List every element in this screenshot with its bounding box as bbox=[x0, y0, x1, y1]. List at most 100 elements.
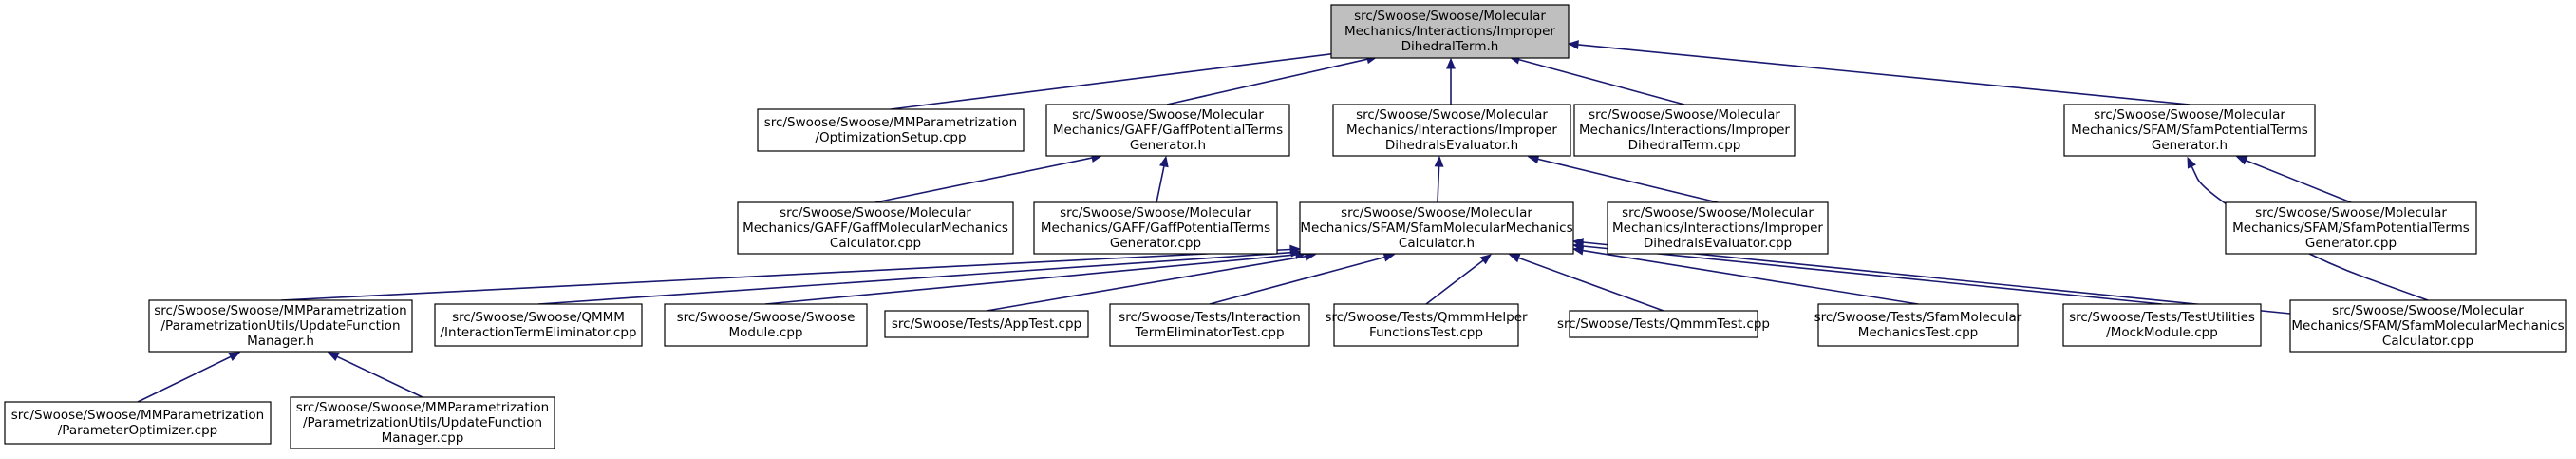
edge-app_test_cpp-to-sfam_calc_h bbox=[986, 255, 1307, 312]
node-label-line: src/Swoose/Swoose/MMParametrization bbox=[11, 408, 265, 423]
node-optimization-setup[interactable]: src/Swoose/Swoose/MMParametrization/Opti… bbox=[757, 108, 1025, 152]
node-label-line: Mechanics/Interactions/Improper bbox=[1612, 220, 1823, 236]
edge-mock_module_cpp-to-sfam_calc_h bbox=[1582, 245, 2163, 305]
node-label-line: Mechanics/SFAM/SfamPotentialTerms bbox=[2071, 123, 2308, 138]
node-qmmm-helper-test-cpp[interactable]: src/Swoose/Tests/QmmmHelperFunctionsTest… bbox=[1325, 303, 1528, 347]
edge-arrowhead-elim_test_cpp-to-sfam_calc_h bbox=[1382, 252, 1396, 262]
node-label-line: DihedralTerm.cpp bbox=[1628, 138, 1741, 153]
node-improper-eval-h[interactable]: src/Swoose/Swoose/MolecularMechanics/Int… bbox=[1332, 104, 1571, 157]
node-label-line: /MockModule.cpp bbox=[2106, 325, 2218, 340]
node-box bbox=[1109, 303, 1310, 347]
node-improper-term-cpp[interactable]: src/Swoose/Swoose/MolecularMechanics/Int… bbox=[1573, 104, 1796, 157]
edge-elim_test_cpp-to-sfam_calc_h bbox=[1209, 256, 1385, 305]
node-label-line: DihedralsEvaluator.cpp bbox=[1644, 236, 1792, 251]
node-gaff-terms-cpp[interactable]: src/Swoose/Swoose/MolecularMechanics/GAF… bbox=[1033, 201, 1278, 255]
node-update-fn-cpp[interactable]: src/Swoose/Swoose/MMParametrization/Para… bbox=[290, 396, 555, 449]
node-mock-module-cpp[interactable]: src/Swoose/Tests/TestUtilities/MockModul… bbox=[2062, 303, 2262, 347]
edge-optimization_setup-to-root bbox=[890, 50, 1351, 110]
edge-update_fn_cpp-to-update_fn_h bbox=[336, 355, 423, 398]
node-label-line: src/Swoose/Swoose/Molecular bbox=[780, 205, 971, 220]
edge-sfam_calc_h-to-improper_eval_h bbox=[1437, 165, 1440, 203]
node-root: src/Swoose/Swoose/MolecularMechanics/Int… bbox=[1330, 4, 1570, 59]
node-label-line: Generator.h bbox=[1130, 138, 1206, 153]
edge-gaff_terms_h-to-root bbox=[1166, 58, 1368, 105]
node-gaff-terms-h[interactable]: src/Swoose/Swoose/MolecularMechanics/GAF… bbox=[1045, 104, 1290, 157]
node-sfam-terms-h[interactable]: src/Swoose/Swoose/MolecularMechanics/SFA… bbox=[2063, 104, 2316, 157]
node-label-line: src/Swoose/Swoose/Molecular bbox=[1072, 107, 1264, 123]
node-label-line: src/Swoose/Tests/TestUtilities bbox=[2069, 310, 2255, 325]
node-label-line: src/Swoose/Tests/QmmmHelper bbox=[1325, 310, 1528, 325]
dependency-edges bbox=[137, 40, 2429, 403]
edge-arrowhead-gaff_terms_cpp-to-gaff_terms_h bbox=[1159, 155, 1169, 168]
node-app-test-cpp[interactable]: src/Swoose/Tests/AppTest.cpp bbox=[884, 310, 1089, 338]
edge-arrowhead-improper_eval_h-to-root bbox=[1446, 57, 1456, 69]
node-qmmm-elim-cpp[interactable]: src/Swoose/Swoose/QMMM/InteractionTermEl… bbox=[434, 303, 643, 347]
node-label-line: Mechanics/SFAM/SfamMolecularMechanics bbox=[2291, 318, 2564, 334]
edge-sfam_terms_cpp-to-sfam_terms_h bbox=[2245, 159, 2352, 203]
node-box bbox=[1817, 303, 2019, 347]
node-label-line: Mechanics/Interactions/Improper bbox=[1579, 123, 1790, 138]
node-sfam-calc-h[interactable]: src/Swoose/Swoose/MolecularMechanics/SFA… bbox=[1299, 201, 1574, 255]
node-box bbox=[2225, 201, 2477, 255]
node-label-line: src/Swoose/Swoose/MMParametrization bbox=[154, 303, 407, 318]
node-improper-eval-cpp[interactable]: src/Swoose/Swoose/MolecularMechanics/Int… bbox=[1607, 201, 1829, 255]
node-label-line: src/Swoose/Swoose/Molecular bbox=[2332, 303, 2524, 318]
node-label-line: Mechanics/GAFF/GaffPotentialTerms bbox=[1041, 220, 1270, 236]
node-label-line: src/Swoose/Swoose/Molecular bbox=[2255, 205, 2447, 220]
edge-improper_term_cpp-to-root bbox=[1518, 58, 1685, 105]
node-label-line: Mechanics/Interactions/Improper bbox=[1346, 123, 1557, 138]
node-box bbox=[4, 401, 272, 445]
node-sfam-mm-test-cpp[interactable]: src/Swoose/Tests/SfamMolecularMechanicsT… bbox=[1814, 303, 2022, 347]
node-label-line: src/Swoose/Swoose/Molecular bbox=[1589, 107, 1780, 123]
node-label-line: Calculator.cpp bbox=[2382, 334, 2473, 349]
edge-arrowhead-sfam_terms_h-to-root bbox=[1567, 40, 1579, 49]
node-label-line: src/Swoose/Swoose/MMParametrization bbox=[764, 115, 1018, 130]
file-nodes: src/Swoose/Swoose/MolecularMechanics/Int… bbox=[4, 4, 2567, 449]
node-label-line: DihedralsEvaluator.h bbox=[1385, 138, 1518, 153]
node-box bbox=[1607, 201, 1829, 255]
node-sfam-terms-cpp[interactable]: src/Swoose/Swoose/MolecularMechanics/SFA… bbox=[2225, 201, 2477, 255]
node-box bbox=[2289, 299, 2567, 353]
edge-gaff_terms_cpp-to-gaff_terms_h bbox=[1156, 165, 1165, 203]
node-label-line: src/Swoose/Swoose/Swoose bbox=[677, 310, 856, 325]
node-box bbox=[737, 201, 1014, 255]
node-box bbox=[884, 310, 1089, 338]
node-label-line: src/Swoose/Swoose/Molecular bbox=[1356, 107, 1548, 123]
node-qmmm-test-cpp[interactable]: src/Swoose/Tests/QmmmTest.cpp bbox=[1557, 310, 1770, 338]
node-gaff-calc-cpp[interactable]: src/Swoose/Swoose/MolecularMechanics/GAF… bbox=[737, 201, 1014, 255]
node-label-line: /InteractionTermEliminator.cpp bbox=[441, 325, 637, 340]
node-label-line: Manager.cpp bbox=[382, 430, 464, 446]
edge-qmmm_elim_cpp-to-sfam_calc_h bbox=[537, 251, 1292, 305]
node-label-line: DihedralTerm.h bbox=[1401, 39, 1499, 54]
node-box bbox=[1033, 201, 1278, 255]
node-label-line: src/Swoose/Swoose/Molecular bbox=[1060, 205, 1251, 220]
node-label-line: src/Swoose/Swoose/MMParametrization bbox=[296, 400, 550, 415]
node-label-line: Module.cpp bbox=[729, 325, 803, 340]
node-label-line: src/Swoose/Swoose/Molecular bbox=[1341, 205, 1532, 220]
node-label-line: Mechanics/GAFF/GaffPotentialTerms bbox=[1053, 123, 1283, 138]
node-param-optimizer-cpp[interactable]: src/Swoose/Swoose/MMParametrization/Para… bbox=[4, 401, 272, 445]
node-elim-test-cpp[interactable]: src/Swoose/Tests/InteractionTermEliminat… bbox=[1109, 303, 1310, 347]
node-sfam-calc-cpp[interactable]: src/Swoose/Swoose/MolecularMechanics/SFA… bbox=[2289, 299, 2567, 353]
node-label-line: Generator.h bbox=[2152, 138, 2228, 153]
node-box bbox=[1333, 303, 1519, 347]
edge-param_optimizer_cpp-to-update_fn_h bbox=[137, 355, 232, 403]
node-box bbox=[2063, 104, 2316, 157]
node-box bbox=[1330, 4, 1570, 59]
edge-improper_eval_cpp-to-improper_eval_h bbox=[1537, 158, 1719, 203]
node-label-line: src/Swoose/Swoose/Molecular bbox=[2094, 107, 2285, 123]
node-label-line: src/Swoose/Tests/Interaction bbox=[1119, 310, 1301, 325]
node-update-fn-h[interactable]: src/Swoose/Swoose/MMParametrization/Para… bbox=[148, 299, 413, 353]
node-box bbox=[1045, 104, 1290, 157]
edge-arrowhead-sfam_calc_cpp-to-sfam_calc_h bbox=[1571, 238, 1584, 247]
node-label-line: Manager.h bbox=[247, 334, 314, 349]
node-label-line: MechanicsTest.cpp bbox=[1858, 325, 1978, 340]
edge-sfam_terms_h-to-root bbox=[1577, 44, 2191, 105]
node-box bbox=[2062, 303, 2262, 347]
node-box bbox=[290, 396, 555, 449]
edge-arrowhead-sfam_calc_h-to-improper_eval_h bbox=[1434, 155, 1444, 167]
node-label-line: FunctionsTest.cpp bbox=[1369, 325, 1483, 340]
node-label-line: Generator.cpp bbox=[1110, 236, 1201, 251]
